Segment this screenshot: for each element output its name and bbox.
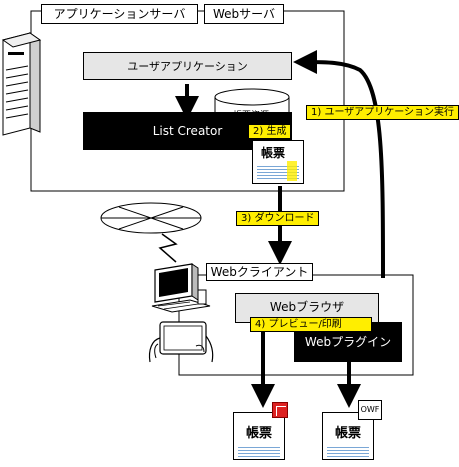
step3-download-label: 3) ダウンロード bbox=[236, 211, 320, 226]
output-report-pdf: 帳票 bbox=[233, 412, 285, 460]
report-title: 帳票 bbox=[246, 426, 273, 441]
output-report-print: 帳票 bbox=[322, 412, 374, 460]
server-tower-icon bbox=[1, 32, 42, 136]
lightning-connector bbox=[158, 233, 178, 263]
desktop-pc-icon bbox=[151, 263, 211, 313]
report-title: 帳票 bbox=[261, 146, 286, 160]
tablet-icon bbox=[148, 321, 214, 363]
report-title: 帳票 bbox=[335, 426, 362, 441]
resource-label: 帳票資源 bbox=[233, 111, 270, 121]
generated-report-doc: 帳票 bbox=[252, 140, 304, 184]
step2-generate-label: 2) 生成 bbox=[248, 124, 292, 139]
pdf-icon bbox=[272, 402, 288, 418]
step1-execute-label: 1) ユーザアプリケーション実行 bbox=[306, 105, 459, 120]
web-client-label: Webクライアント bbox=[206, 263, 313, 281]
arrow-execute-curve bbox=[293, 50, 385, 279]
web-server-label: Webサーバ bbox=[204, 4, 284, 24]
app-server-label: アプリケーションサーバ bbox=[41, 4, 198, 24]
user-application-box: ユーザアプリケーション bbox=[83, 52, 292, 80]
step4-preview-print-label: 4) プレビュー/印刷 bbox=[250, 317, 372, 332]
owf-file-icon: OWF bbox=[358, 400, 382, 420]
